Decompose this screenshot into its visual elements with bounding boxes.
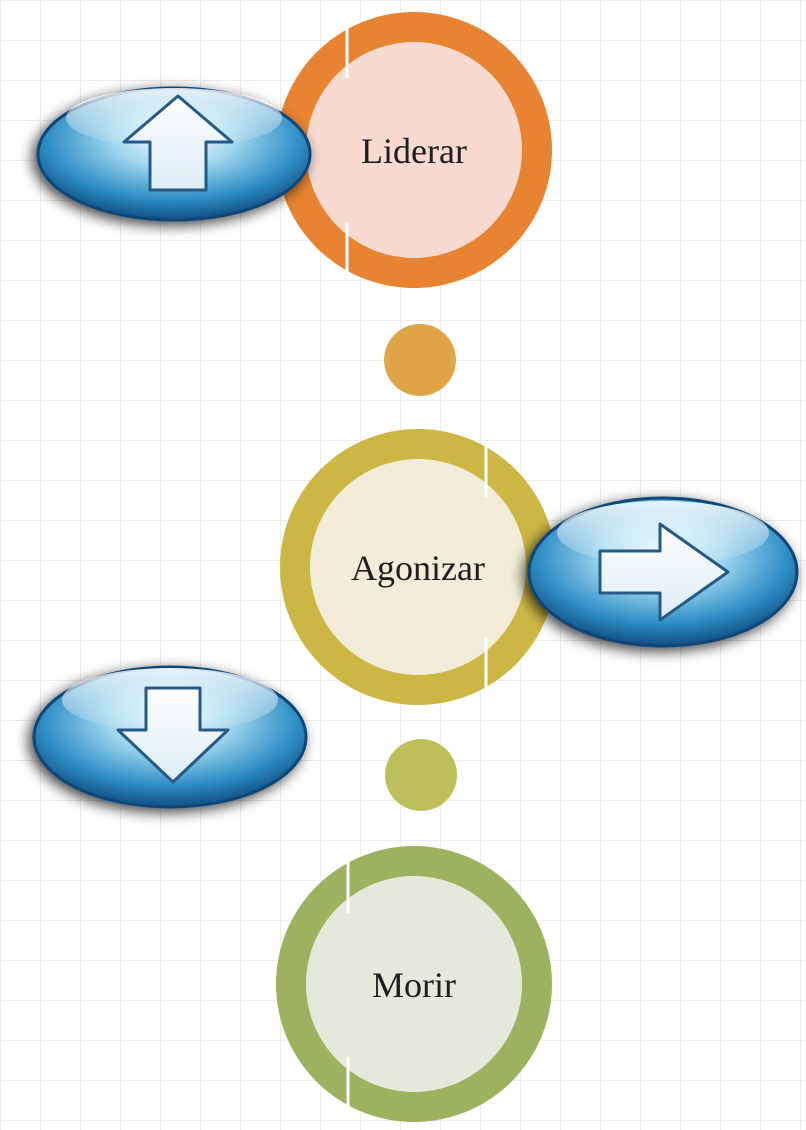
- arrow-down-icon: [116, 686, 230, 784]
- connector-dot-1: [384, 324, 456, 396]
- arrow-up-button[interactable]: [36, 86, 312, 222]
- connector-dot-2: [385, 739, 457, 811]
- node-label-liderar: Liderar: [361, 131, 467, 171]
- node-liderar: Liderar: [276, 12, 552, 288]
- arrow-right-button[interactable]: [527, 496, 799, 648]
- arrow-down-button[interactable]: [32, 665, 308, 809]
- arrow-up-icon: [122, 94, 234, 192]
- node-agonizar: Agonizar: [280, 429, 556, 705]
- arrow-right-icon: [598, 522, 730, 622]
- node-label-agonizar: Agonizar: [351, 548, 485, 588]
- node-morir: Morir: [276, 846, 552, 1122]
- node-label-morir: Morir: [372, 965, 456, 1005]
